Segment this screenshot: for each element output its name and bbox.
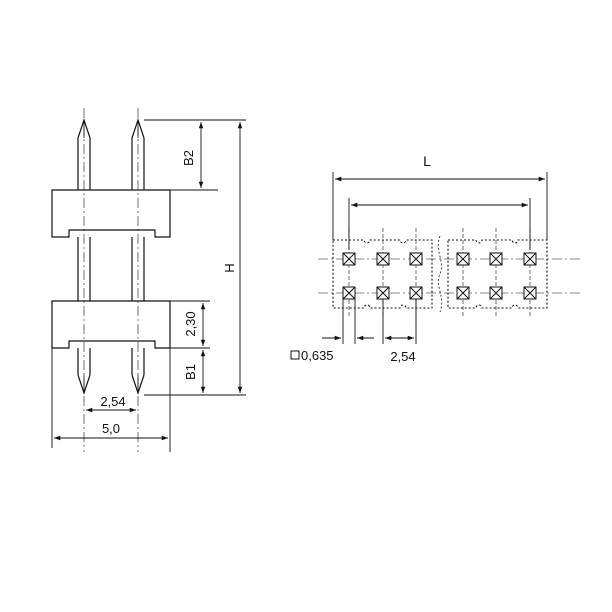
upper-insulator xyxy=(51,189,171,238)
label-gap: 2,30 xyxy=(183,311,198,336)
pin-squares xyxy=(342,252,537,300)
square-outline-icon xyxy=(290,350,300,360)
pin-square xyxy=(409,252,423,266)
label-h: H xyxy=(222,263,237,272)
label-pitch: 2,54 xyxy=(100,394,125,409)
pin-square xyxy=(489,286,503,300)
body-outline-left xyxy=(332,239,433,309)
pin-square xyxy=(489,252,503,266)
dimension-pin-span xyxy=(348,198,531,250)
pin-square xyxy=(456,286,470,300)
pin-square xyxy=(342,286,356,300)
body-outline-right xyxy=(447,239,548,309)
dimension-top-pitch xyxy=(382,299,417,344)
lower-insulator xyxy=(51,300,171,349)
label-b1: B1 xyxy=(183,364,198,380)
pin-square xyxy=(409,286,423,300)
label-pin-size: 0,635 xyxy=(301,348,334,363)
dimension-pin-size xyxy=(322,299,374,344)
column-center-lines xyxy=(348,228,531,318)
top-view xyxy=(318,172,580,344)
dimension-length xyxy=(332,172,548,240)
label-length: L xyxy=(423,153,431,169)
side-view xyxy=(51,108,246,452)
label-width: 5,0 xyxy=(102,421,120,436)
label-b2: B2 xyxy=(181,150,196,166)
pin-square xyxy=(523,252,537,266)
dimension-h xyxy=(144,122,246,396)
dimension-gap xyxy=(170,300,210,349)
pin-square xyxy=(342,252,356,266)
pin-square xyxy=(523,286,537,300)
pin-square xyxy=(456,252,470,266)
dimension-b2 xyxy=(144,119,246,191)
dimension-width xyxy=(51,348,171,452)
break-line xyxy=(437,235,443,313)
pin-square xyxy=(376,286,390,300)
pin-square xyxy=(376,252,390,266)
label-top-pitch: 2,54 xyxy=(390,349,415,364)
